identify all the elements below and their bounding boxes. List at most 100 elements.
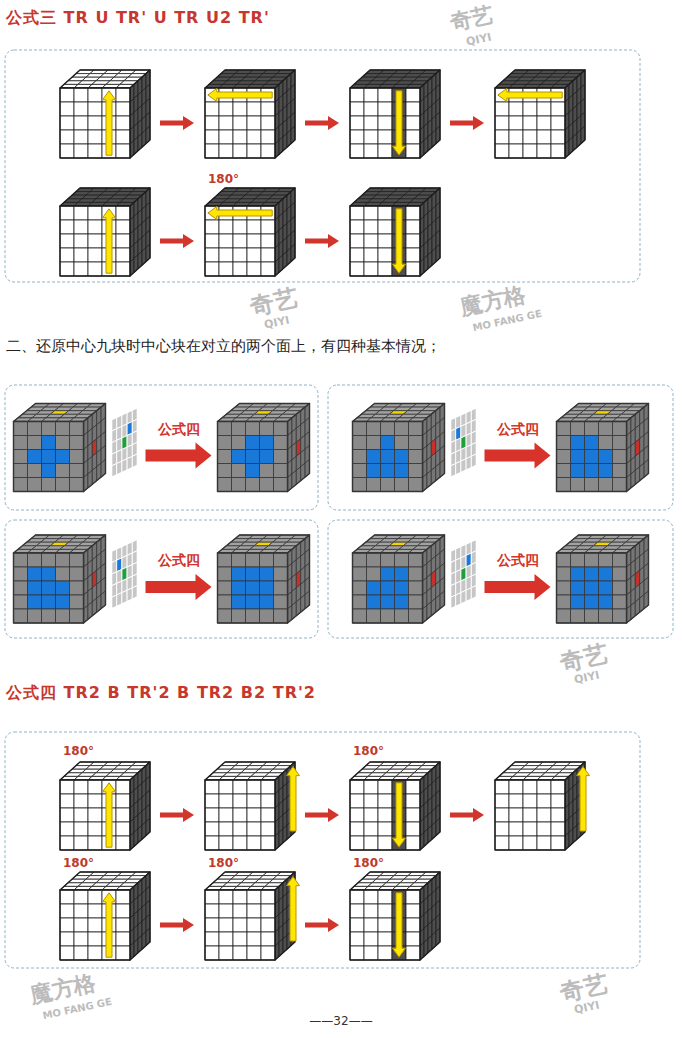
- cube-front-sticker: [364, 102, 378, 116]
- cube-front-sticker: [28, 595, 42, 609]
- step-arrow: [305, 808, 339, 822]
- cube-front-sticker: [261, 780, 275, 794]
- move-arrow: [498, 89, 562, 102]
- arrow-label: 公式四: [158, 421, 200, 438]
- cube-front-sticker: [523, 794, 537, 808]
- cube-front-sticker: [260, 450, 274, 464]
- cube-front-outline: [495, 780, 565, 850]
- cube-front-sticker: [88, 918, 102, 932]
- cube-front-sticker: [523, 116, 537, 130]
- dashed-panel: [5, 732, 640, 968]
- cube-front-sticker: [28, 422, 42, 436]
- step-arrow: [450, 808, 484, 822]
- cube-front-sticker: [585, 567, 599, 581]
- cube-front-sticker: [364, 220, 378, 234]
- cube-front-sticker: [406, 116, 420, 130]
- cube-front-sticker: [70, 581, 84, 595]
- cube-front-sticker: [42, 422, 56, 436]
- cube-front-sticker: [364, 144, 378, 158]
- cube-front-sticker: [246, 436, 260, 450]
- cube-front-sticker: [599, 609, 613, 623]
- cube-front-sticker: [233, 836, 247, 850]
- cube-front-outline: [557, 422, 627, 492]
- cube-front-sticker: [205, 144, 219, 158]
- cube-front-sticker: [88, 144, 102, 158]
- cube-front-sticker: [60, 220, 74, 234]
- rotation-label: 180°: [63, 856, 94, 870]
- cube-front-sticker: [233, 102, 247, 116]
- cube-front-sticker: [551, 130, 565, 144]
- cube-front-sticker: [350, 206, 364, 220]
- cube-front-sticker: [60, 946, 74, 960]
- cube-front-sticker: [571, 478, 585, 492]
- cube-front-sticker: [260, 595, 274, 609]
- formula-arrow: [146, 443, 212, 469]
- cube-front-sticker: [551, 144, 565, 158]
- cube-front-sticker: [247, 822, 261, 836]
- formula-heading: 公式四 TR2 B TR'2 B TR2 B2 TR'2: [6, 683, 316, 702]
- step-arrow: [160, 918, 194, 932]
- cube-front-sticker: [406, 932, 420, 946]
- cube-front-sticker: [571, 567, 585, 581]
- cube-right-outline: [130, 188, 150, 276]
- cube-front-sticker: [613, 478, 627, 492]
- cube-front-sticker: [551, 808, 565, 822]
- cube-front-sticker: [364, 234, 378, 248]
- cube-front-sticker: [28, 478, 42, 492]
- move-arrow: [208, 207, 272, 220]
- cube-front-sticker: [353, 422, 367, 436]
- cube-front-outline: [350, 88, 420, 158]
- cube-front-sticker: [495, 836, 509, 850]
- move-arrow: [103, 893, 116, 957]
- cube-front-sticker: [378, 808, 392, 822]
- cube-front-sticker: [247, 116, 261, 130]
- cube-front-sticker: [537, 102, 551, 116]
- move-arrow: [103, 783, 116, 847]
- cube-front-sticker: [599, 450, 613, 464]
- cube-front-sticker: [233, 946, 247, 960]
- cube-front-sticker: [261, 102, 275, 116]
- cube-right-outline: [84, 404, 106, 492]
- cube-front-sticker: [70, 595, 84, 609]
- cube-front-sticker: [247, 262, 261, 276]
- cube-front-sticker: [42, 464, 56, 478]
- cube-front-sticker: [247, 130, 261, 144]
- cube-front-sticker: [60, 88, 74, 102]
- cube-front-sticker: [246, 609, 260, 623]
- cube-front-sticker: [378, 822, 392, 836]
- cube-front-sticker: [219, 234, 233, 248]
- section-heading: 二、还原中心九块时中心块在对立的两个面上，有四种基本情况；: [6, 337, 441, 355]
- cube-front-sticker: [353, 609, 367, 623]
- cube-front-sticker: [116, 116, 130, 130]
- cube-front-sticker: [381, 567, 395, 581]
- cube-front-sticker: [232, 478, 246, 492]
- cube-front-sticker: [381, 422, 395, 436]
- cube-front-sticker: [28, 581, 42, 595]
- cube-front-sticker: [350, 262, 364, 276]
- cube-front-sticker: [406, 946, 420, 960]
- rotation-label: 180°: [353, 856, 384, 870]
- cube-front-sticker: [116, 890, 130, 904]
- cube-front-sticker: [232, 581, 246, 595]
- cube-front-sticker: [205, 794, 219, 808]
- cube-front-sticker: [274, 450, 288, 464]
- cube-front-sticker: [14, 581, 28, 595]
- cube-front-sticker: [42, 609, 56, 623]
- cube-right-outline: [288, 535, 310, 623]
- cube-front-sticker: [274, 609, 288, 623]
- cube-front-sticker: [232, 567, 246, 581]
- cube-front-sticker: [509, 780, 523, 794]
- cube-front-sticker: [509, 130, 523, 144]
- cube-front-sticker: [247, 808, 261, 822]
- cube-front-sticker: [274, 422, 288, 436]
- cube-front-sticker: [381, 436, 395, 450]
- cube-front-sticker: [509, 116, 523, 130]
- cube-right-outline: [420, 872, 440, 960]
- cube-front-sticker: [232, 422, 246, 436]
- cube-figure: [350, 188, 440, 276]
- cube-front-sticker: [219, 932, 233, 946]
- cube-front-sticker: [70, 609, 84, 623]
- cube-front-sticker: [378, 262, 392, 276]
- cube-front-sticker: [274, 436, 288, 450]
